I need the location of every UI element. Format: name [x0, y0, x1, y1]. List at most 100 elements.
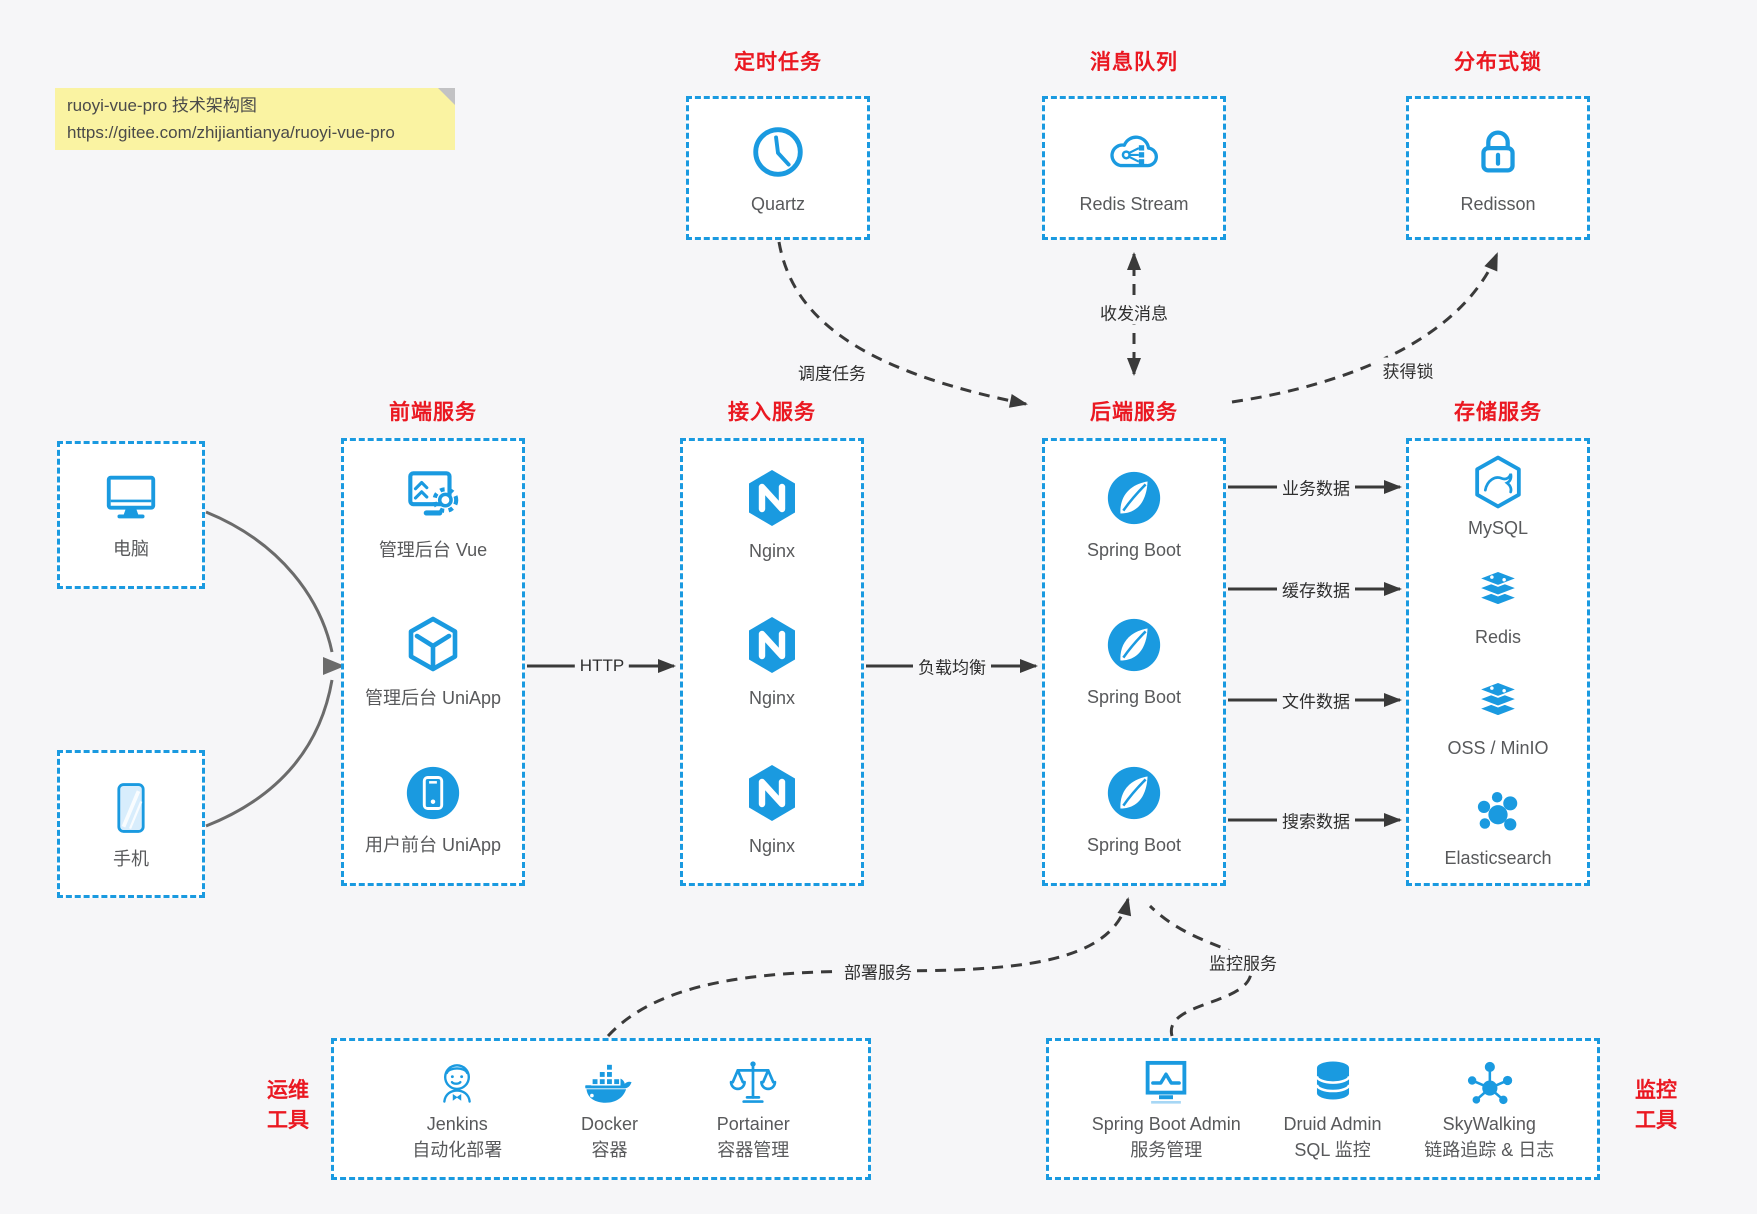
docker-icon	[585, 1063, 632, 1103]
edge-label-schedule-task: 调度任务	[793, 359, 871, 385]
group-title-gateway: 接入服务	[728, 401, 816, 424]
edge-label-business-data: 业务数据	[1277, 474, 1355, 500]
note-title: ruoyi-vue-pro 技术架构图	[67, 96, 257, 115]
group-title-scheduled-task: 定时任务	[734, 51, 822, 74]
group-title-storage: 存储服务	[1454, 401, 1542, 424]
side-title-ops-tools: 运维 工具	[267, 1079, 309, 1132]
mobile-client-node: 手机	[57, 750, 205, 898]
spring-boot-admin-icon	[1145, 1060, 1187, 1104]
edge-label-send-receive-msg: 收发消息	[1095, 299, 1173, 325]
admin-vue-icon	[408, 471, 459, 516]
node-label: MySQL	[1467, 517, 1528, 538]
tool-sublabel: 链路追踪 & 日志	[1424, 1140, 1555, 1160]
clock-icon	[753, 126, 803, 177]
edge-label-http: HTTP	[574, 656, 630, 676]
node-label: Spring Boot	[1086, 687, 1182, 708]
portainer-node: Portainer 容器管理	[717, 1056, 790, 1162]
client-arrows	[205, 510, 334, 828]
note-link: https://gitee.com/zhijiantianya/ruoyi-vu…	[67, 123, 395, 142]
tool-label: Portainer	[716, 1114, 790, 1134]
tool-label: Jenkins	[426, 1114, 488, 1134]
ops-tools-box: Jenkins 自动化部署 Docker 容器	[331, 1038, 871, 1180]
tool-label: Spring Boot Admin	[1091, 1114, 1241, 1134]
skywalking-node: SkyWalking 链路追踪 & 日志	[1424, 1056, 1554, 1162]
spring-boot-node: Spring Boot	[1045, 441, 1223, 588]
quartz-node: Quartz	[686, 96, 870, 240]
node-label: Redis Stream	[1079, 193, 1189, 214]
spring-boot-node: Spring Boot	[1045, 588, 1223, 735]
user-app-icon	[406, 766, 460, 819]
node-label: 用户前台 UniApp	[364, 834, 502, 855]
node-label: Elasticsearch	[1444, 848, 1552, 869]
tool-sublabel: 服务管理	[1130, 1140, 1203, 1160]
frontend-services-box: 管理后台 Vue 管理后台 UniApp 用户前台 UniApp	[341, 438, 525, 886]
admin-uniapp-node: 管理后台 UniApp	[344, 588, 522, 735]
node-label: Spring Boot	[1086, 540, 1182, 561]
jenkins-icon	[443, 1064, 472, 1103]
nginx-icon	[749, 617, 795, 674]
node-label: 手机	[113, 848, 149, 869]
group-title-frontend: 前端服务	[389, 401, 477, 424]
tool-label: SkyWalking	[1442, 1114, 1536, 1134]
edge-label-deploy-service: 部署服务	[839, 958, 917, 984]
node-label: Nginx	[748, 835, 796, 856]
storage-services-box: MySQL Redis	[1406, 438, 1590, 886]
nginx-node: Nginx	[683, 736, 861, 883]
uniapp-cube-icon	[408, 617, 458, 672]
redisson-node: Redisson	[1406, 96, 1590, 240]
node-label: 电脑	[113, 538, 149, 559]
nginx-node: Nginx	[683, 588, 861, 735]
tool-sublabel: 自动化部署	[412, 1140, 503, 1160]
spring-boot-icon	[1107, 619, 1161, 672]
user-uniapp-node: 用户前台 UniApp	[344, 736, 522, 883]
spring-boot-admin-node: Spring Boot Admin 服务管理	[1092, 1056, 1241, 1162]
group-title-backend: 后端服务	[1090, 401, 1178, 424]
cloud-mq-icon	[1110, 135, 1158, 167]
edge-label-acquire-lock: 获得锁	[1377, 357, 1439, 383]
monitor-tools-box: Spring Boot Admin 服务管理 Druid Admin SQL 监…	[1046, 1038, 1600, 1180]
tool-label: Docker	[580, 1114, 638, 1134]
spring-boot-icon	[1107, 766, 1161, 819]
druid-admin-node: Druid Admin SQL 监控	[1284, 1056, 1382, 1162]
redis-node: Redis	[1409, 552, 1587, 663]
client-arrowhead	[323, 657, 345, 675]
portainer-icon	[729, 1061, 777, 1103]
node-label: Spring Boot	[1086, 834, 1182, 855]
oss-icon	[1476, 680, 1520, 717]
node-label: Quartz	[750, 193, 806, 214]
mysql-node: MySQL	[1409, 441, 1587, 552]
nginx-icon	[749, 764, 795, 821]
sticky-note: ruoyi-vue-pro 技术架构图 https://gitee.com/zh…	[55, 88, 455, 150]
nginx-icon	[749, 470, 795, 527]
gateway-services-box: Nginx Nginx Nginx	[680, 438, 864, 886]
edge-label-cache-data: 缓存数据	[1277, 576, 1355, 602]
skywalking-icon	[1468, 1061, 1513, 1105]
mobile-icon	[117, 782, 145, 833]
lock-icon	[1481, 130, 1515, 173]
elasticsearch-node: Elasticsearch	[1409, 773, 1587, 884]
admin-vue-node: 管理后台 Vue	[344, 441, 522, 588]
druid-icon	[1315, 1061, 1350, 1100]
jenkins-node: Jenkins 自动化部署	[412, 1056, 502, 1162]
elasticsearch-icon	[1477, 792, 1518, 831]
docker-node: Docker 容器	[580, 1056, 638, 1162]
tool-label: Druid Admin	[1283, 1114, 1382, 1134]
backend-services-box: Spring Boot Spring Boot Spring Boot	[1042, 438, 1226, 886]
node-label: Redis	[1474, 627, 1522, 648]
edge-label-monitor-service: 监控服务	[1204, 949, 1282, 975]
edge-label-file-data: 文件数据	[1277, 687, 1355, 713]
edge-label-search-data: 搜索数据	[1277, 807, 1355, 833]
group-title-message-queue: 消息队列	[1090, 51, 1178, 74]
redis-stream-node: Redis Stream	[1042, 96, 1226, 240]
side-title-monitor-tools: 监控 工具	[1635, 1079, 1677, 1132]
oss-minio-node: OSS / MinIO	[1409, 662, 1587, 773]
edge-label-load-balance: 负载均衡	[913, 653, 991, 679]
node-label: 管理后台 UniApp	[364, 688, 502, 709]
node-label: 管理后台 Vue	[378, 540, 488, 561]
tool-sublabel: 容器	[591, 1140, 628, 1160]
node-label: Nginx	[748, 688, 796, 709]
node-label: Redisson	[1460, 193, 1536, 214]
node-label: OSS / MinIO	[1447, 737, 1549, 758]
redis-icon	[1476, 570, 1520, 607]
